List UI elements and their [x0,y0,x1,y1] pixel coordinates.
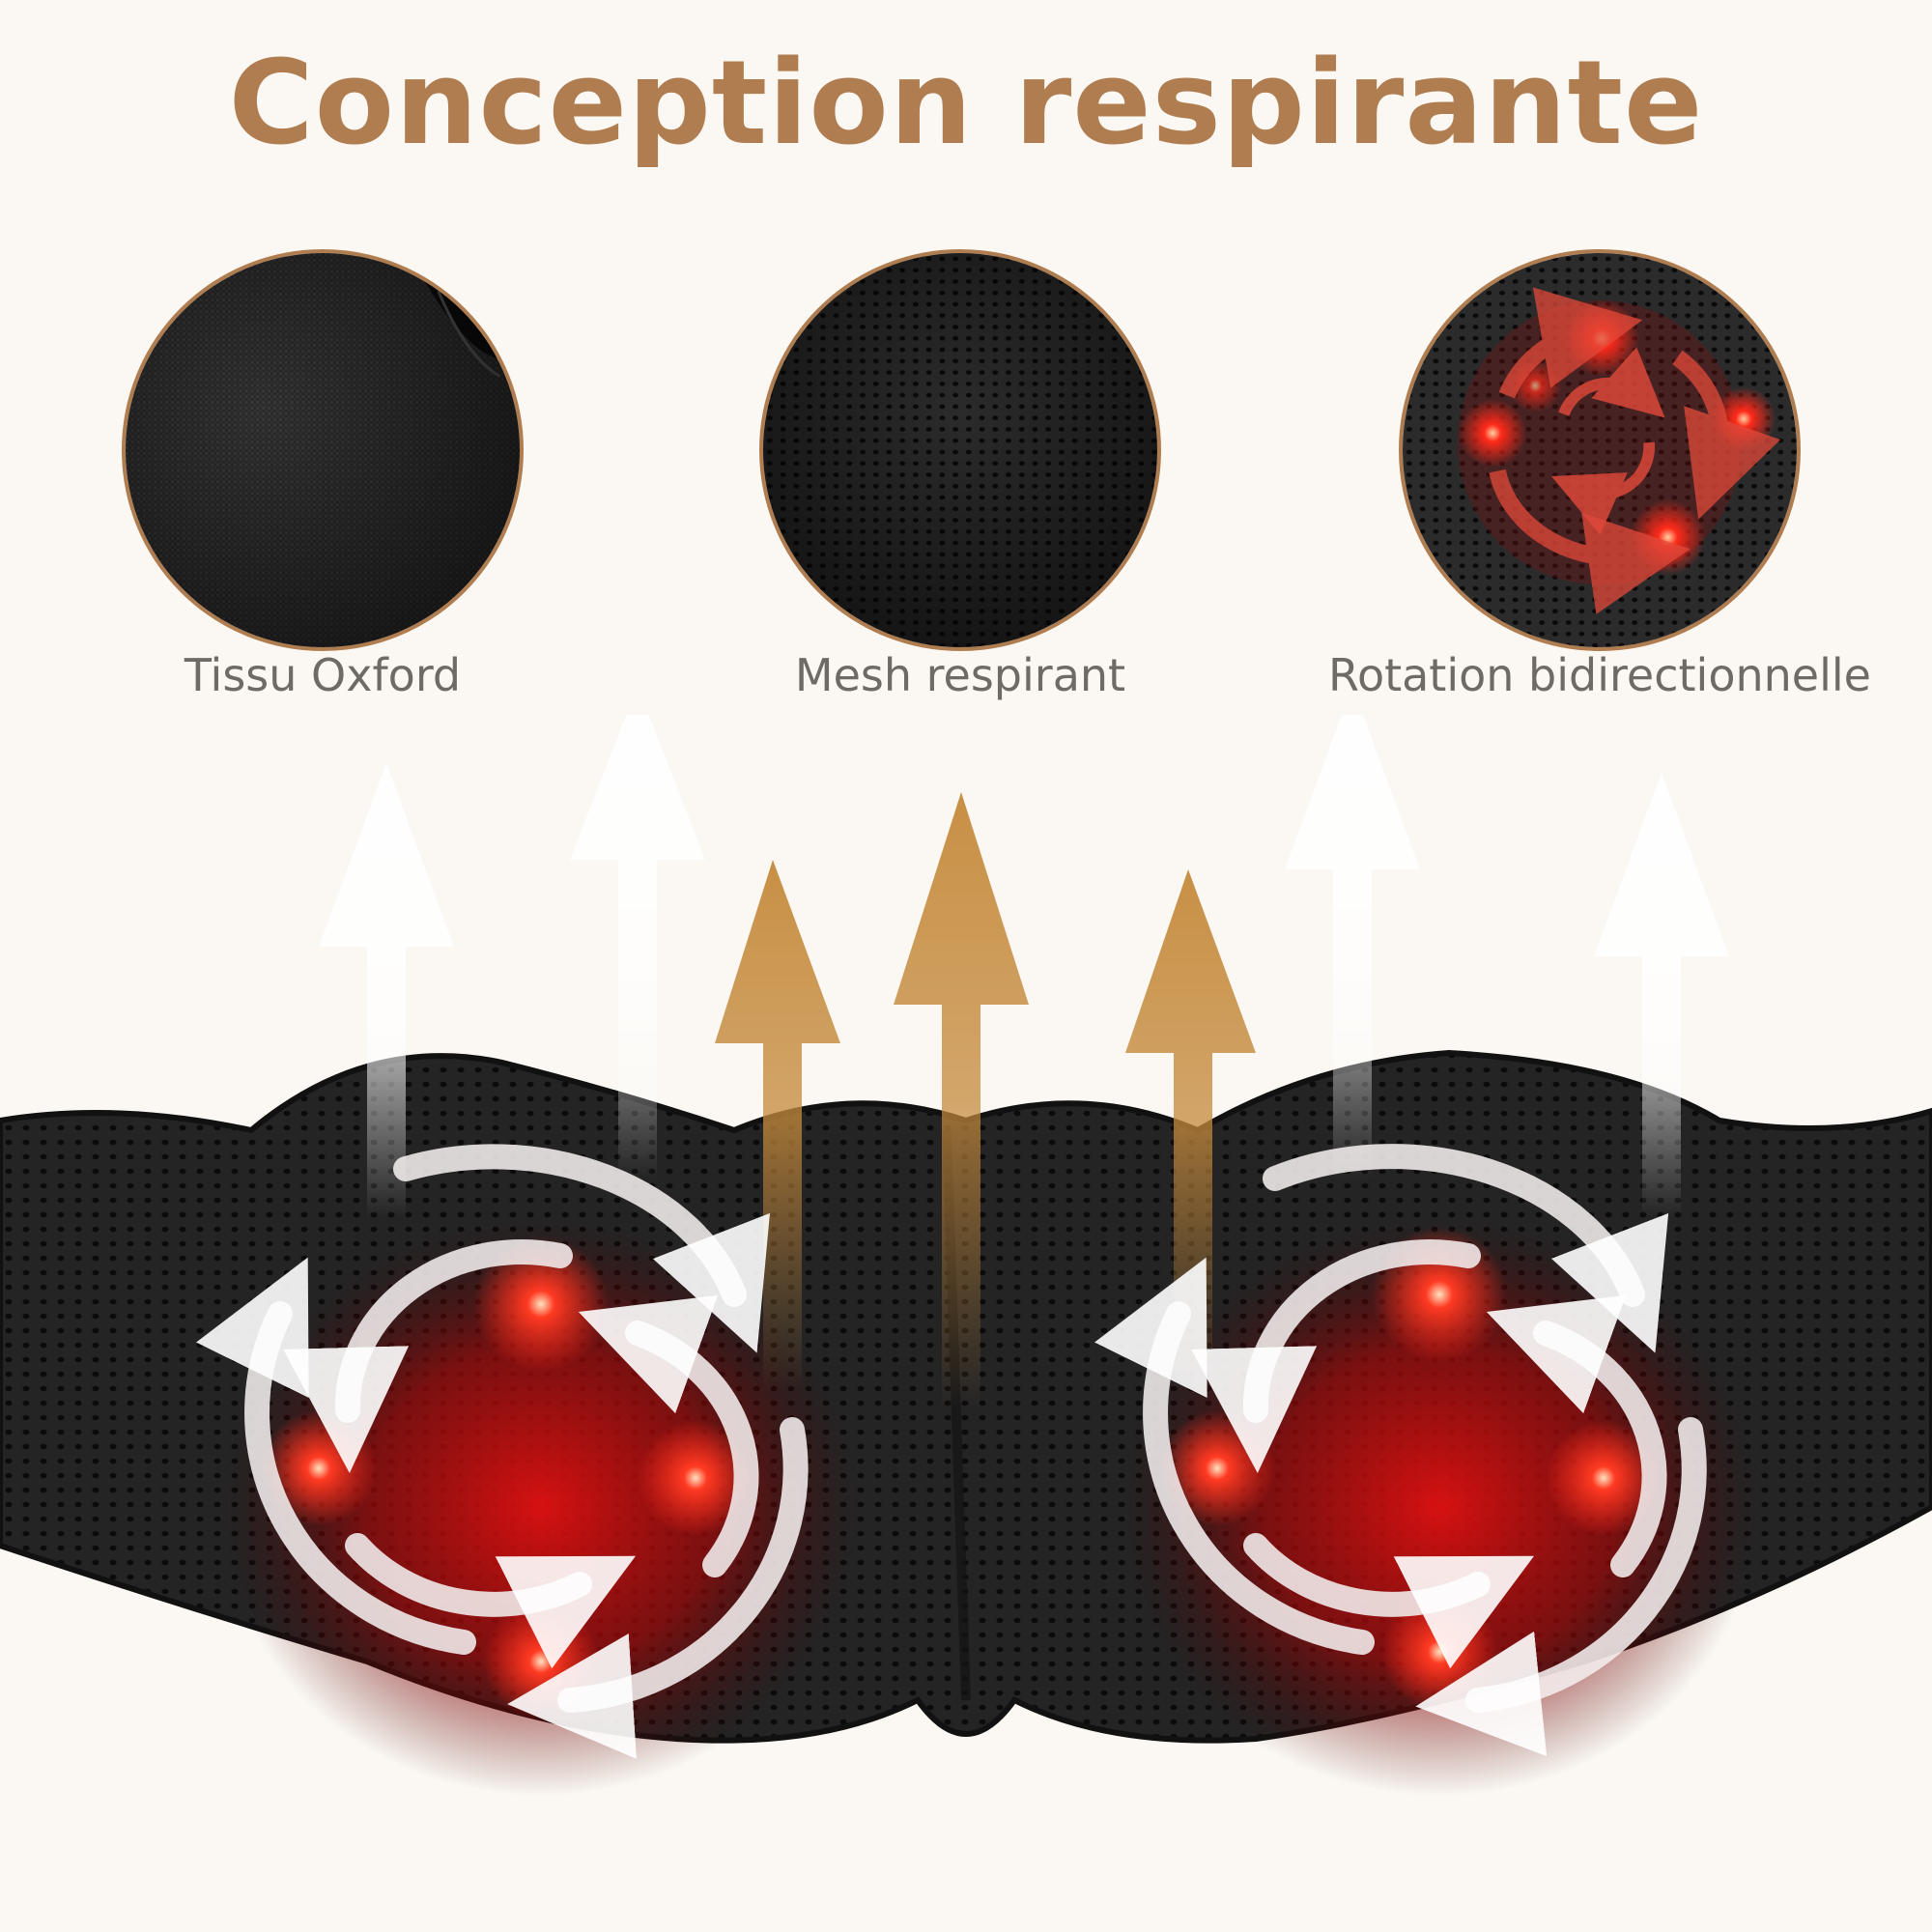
feature-label-oxford: Tissu Oxford [184,649,462,701]
page-title: Conception respirante [228,37,1704,171]
mesh-fabric-icon [763,253,1157,647]
rotation-swatch [1399,249,1801,651]
feature-label-mesh: Mesh respirant [794,649,1126,701]
feature-label-rotation: Rotation bidirectionnelle [1328,649,1871,701]
oxford-fabric-swatch [122,249,524,651]
rotation-icon [1403,253,1797,647]
mesh-fabric-swatch [759,249,1161,651]
massager-illustration [0,715,1932,1932]
oxford-fabric-icon [126,253,520,647]
